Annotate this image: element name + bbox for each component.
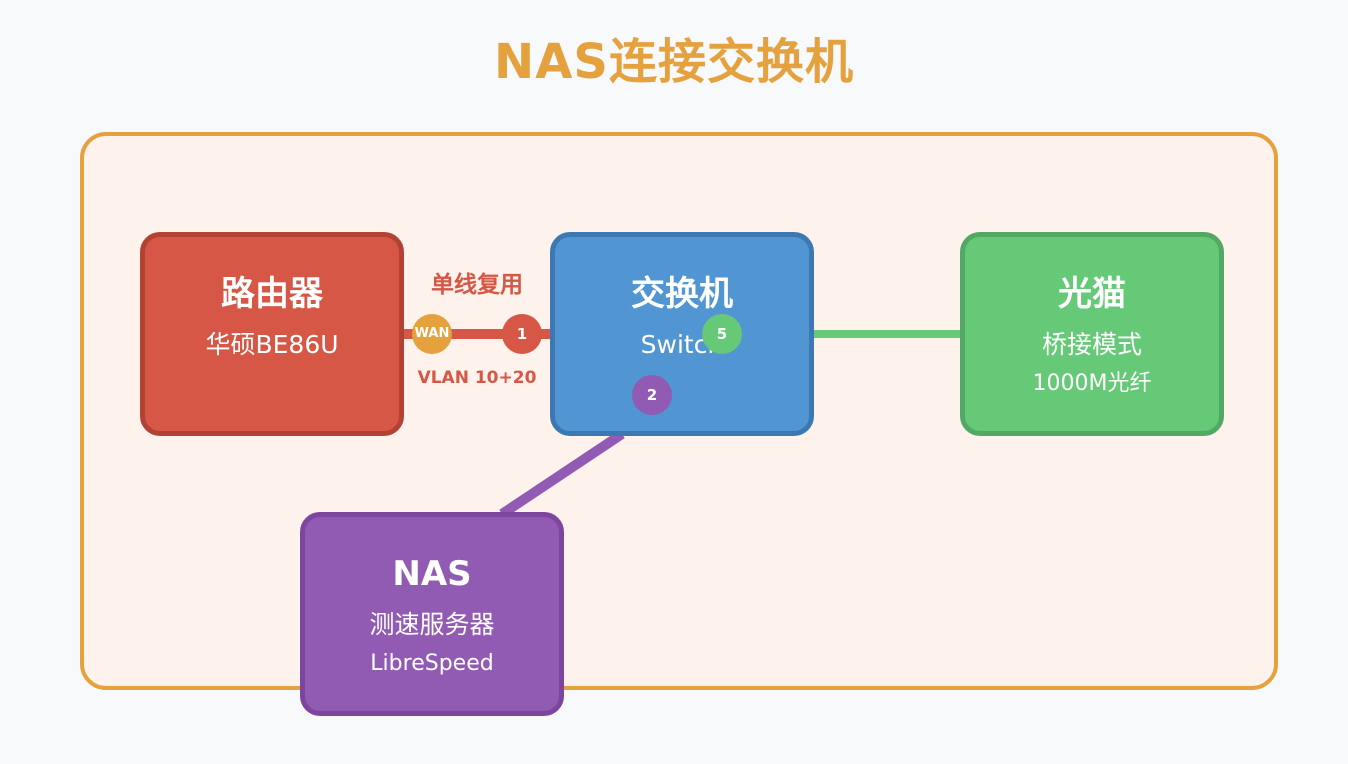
switch-node: 交换机 Switch	[550, 232, 814, 436]
nas-software: LibreSpeed	[370, 651, 494, 676]
switch-title: 交换机	[631, 274, 733, 314]
nas-node: NAS 测速服务器 LibreSpeed	[300, 512, 564, 716]
switch-port-1-badge: 1	[502, 314, 542, 354]
nas-role: 测速服务器	[369, 610, 495, 639]
router-model: 华硕BE86U	[205, 330, 339, 359]
switch-port-5-badge: 5	[702, 314, 742, 354]
switch-port-2-badge: 2	[632, 375, 672, 415]
trunk-label: 单线复用	[431, 272, 523, 298]
diagram-title: NAS连接交换机	[494, 34, 854, 90]
wan-port-badge: WAN	[412, 314, 452, 354]
modem-node: 光猫 桥接模式 1000M光纤	[960, 232, 1224, 436]
router-node: 路由器 华硕BE86U	[140, 232, 404, 436]
router-title: 路由器	[221, 274, 323, 314]
switch-subtitle: Switch	[640, 330, 724, 359]
modem-bandwidth: 1000M光纤	[1032, 371, 1152, 396]
modem-title: 光猫	[1058, 274, 1126, 314]
modem-mode: 桥接模式	[1041, 330, 1142, 359]
nas-title: NAS	[392, 554, 472, 594]
vlan-label: VLAN 10+20	[417, 368, 537, 388]
